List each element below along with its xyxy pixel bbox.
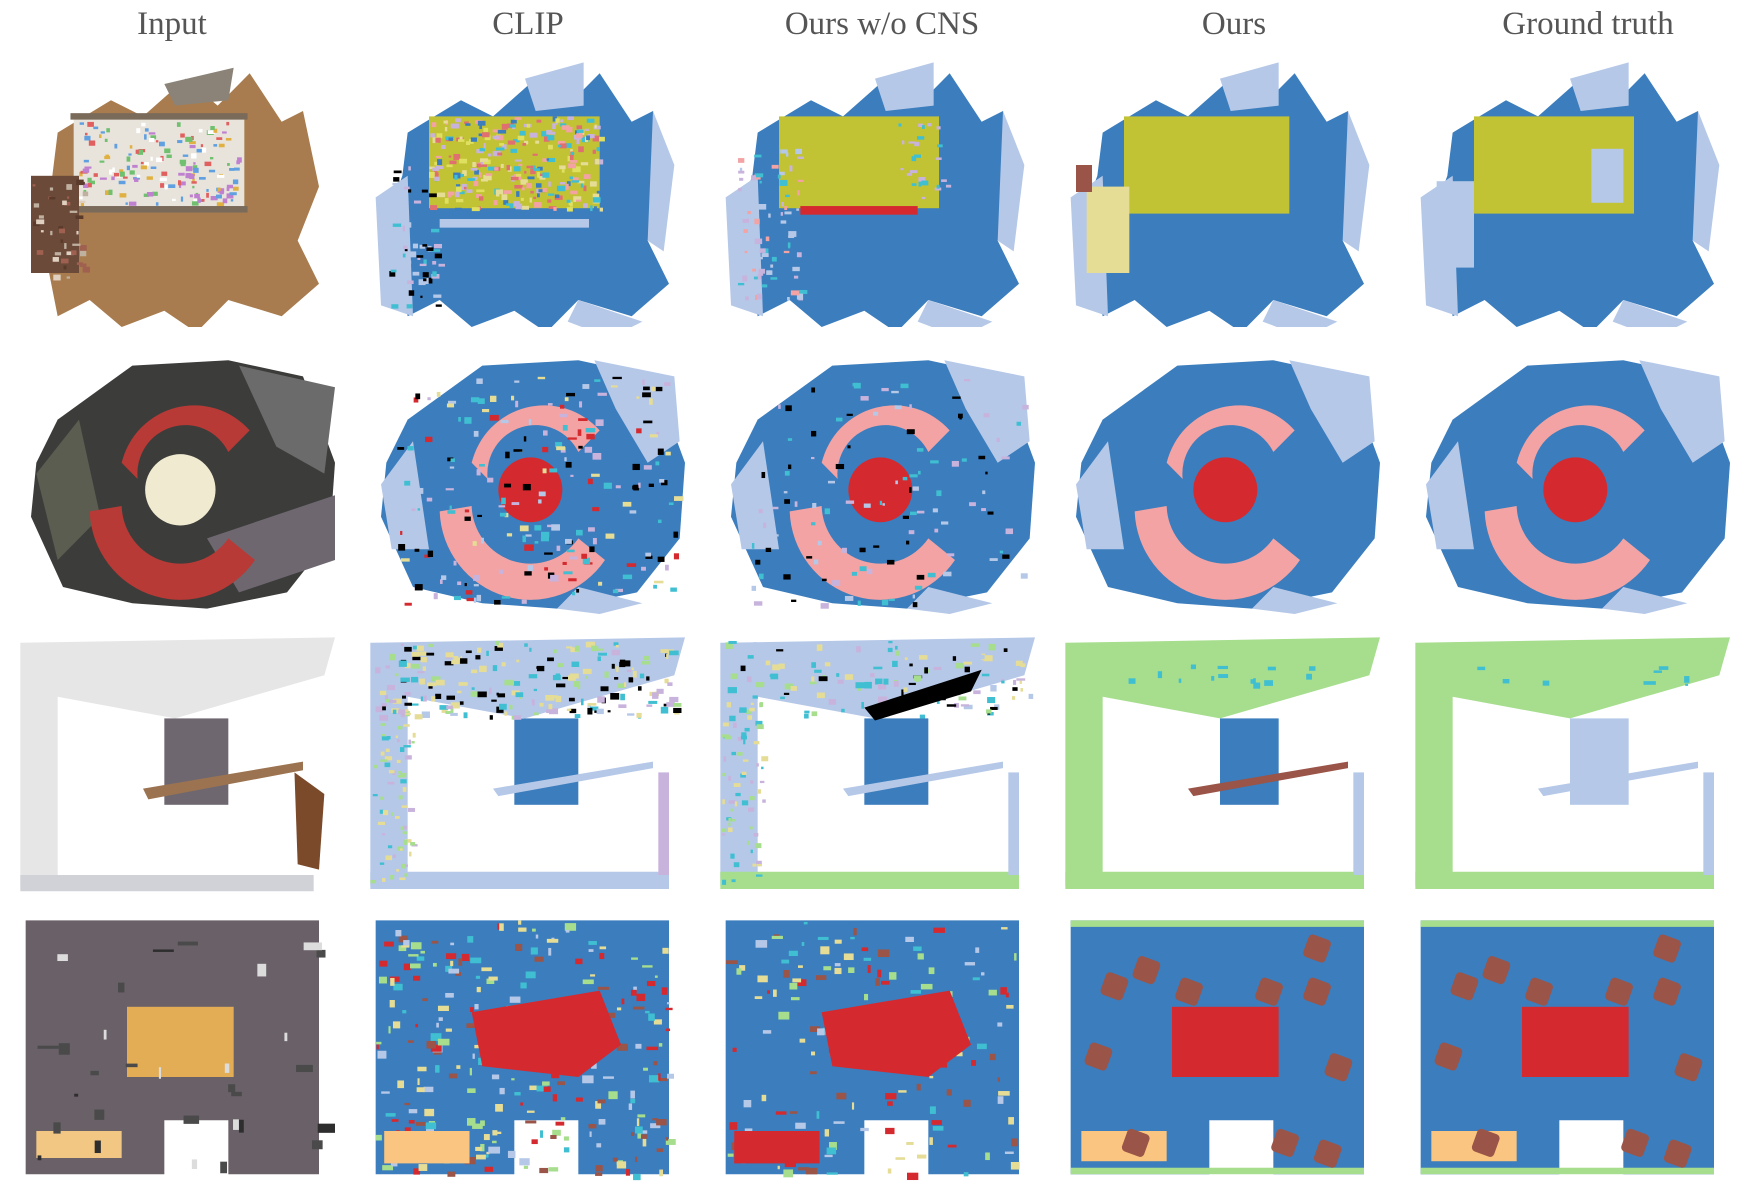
- segmentation-image: [1415, 637, 1730, 890]
- segmentation-image: [31, 67, 319, 327]
- segmentation-image: [1070, 62, 1370, 327]
- panel-bedroom-clip: [365, 57, 685, 327]
- segmentation-image: [1426, 360, 1730, 614]
- column-title-ours: Ours: [1201, 6, 1267, 42]
- panel-lounge-clip: [365, 344, 685, 614]
- segmentation-image: [25, 920, 335, 1175]
- panel-bedroom-gt: [1410, 57, 1730, 327]
- segmentation-image: [1420, 920, 1714, 1175]
- segmentation-image: [31, 360, 335, 609]
- panel-lounge-wocns: [715, 344, 1035, 614]
- column-header-row: Input CLIP Ours w/o CNS Ours Ground trut…: [0, 0, 1760, 52]
- panel-bedroom-wocns: [715, 57, 1035, 327]
- segmentation-image: [375, 920, 676, 1181]
- column-title-ours-wo-cns: Ours w/o CNS: [784, 6, 980, 42]
- panel-bedroom-ours: [1060, 57, 1380, 327]
- segmentation-image: [725, 920, 1020, 1181]
- segmentation-image: [1065, 637, 1380, 890]
- panel-lounge-gt: [1410, 344, 1730, 614]
- segmentation-image: [1070, 920, 1364, 1175]
- panel-corridor-wocns: [715, 632, 1035, 902]
- panel-meeting-room-clip: [365, 915, 685, 1185]
- panel-lounge-ours: [1060, 344, 1380, 614]
- panel-corridor-input: [15, 632, 335, 902]
- panel-bedroom-input: [15, 57, 335, 327]
- panel-meeting-room-ours: [1060, 915, 1380, 1185]
- panel-corridor-clip: [365, 632, 685, 902]
- column-title-ground-truth: Ground truth: [1502, 6, 1674, 42]
- segmentation-image: [725, 62, 1025, 327]
- column-title-input: Input: [137, 6, 207, 42]
- panel-meeting-room-wocns: [715, 915, 1035, 1185]
- panel-lounge-input: [15, 344, 335, 614]
- panel-corridor-gt: [1410, 632, 1730, 902]
- panel-meeting-room-gt: [1410, 915, 1730, 1185]
- panel-corridor-ours: [1060, 632, 1380, 902]
- segmentation-image: [1076, 360, 1380, 614]
- figure-grid: [0, 52, 1760, 1200]
- segmentation-image: [20, 637, 335, 892]
- segmentation-image: [720, 637, 1035, 890]
- segmentation-image: [375, 62, 675, 327]
- segmentation-image: [1420, 62, 1720, 327]
- panel-meeting-room-input: [15, 915, 335, 1185]
- segmentation-image: [731, 360, 1035, 614]
- column-title-clip: CLIP: [492, 6, 564, 42]
- segmentation-image: [381, 360, 685, 614]
- segmentation-image: [370, 637, 685, 890]
